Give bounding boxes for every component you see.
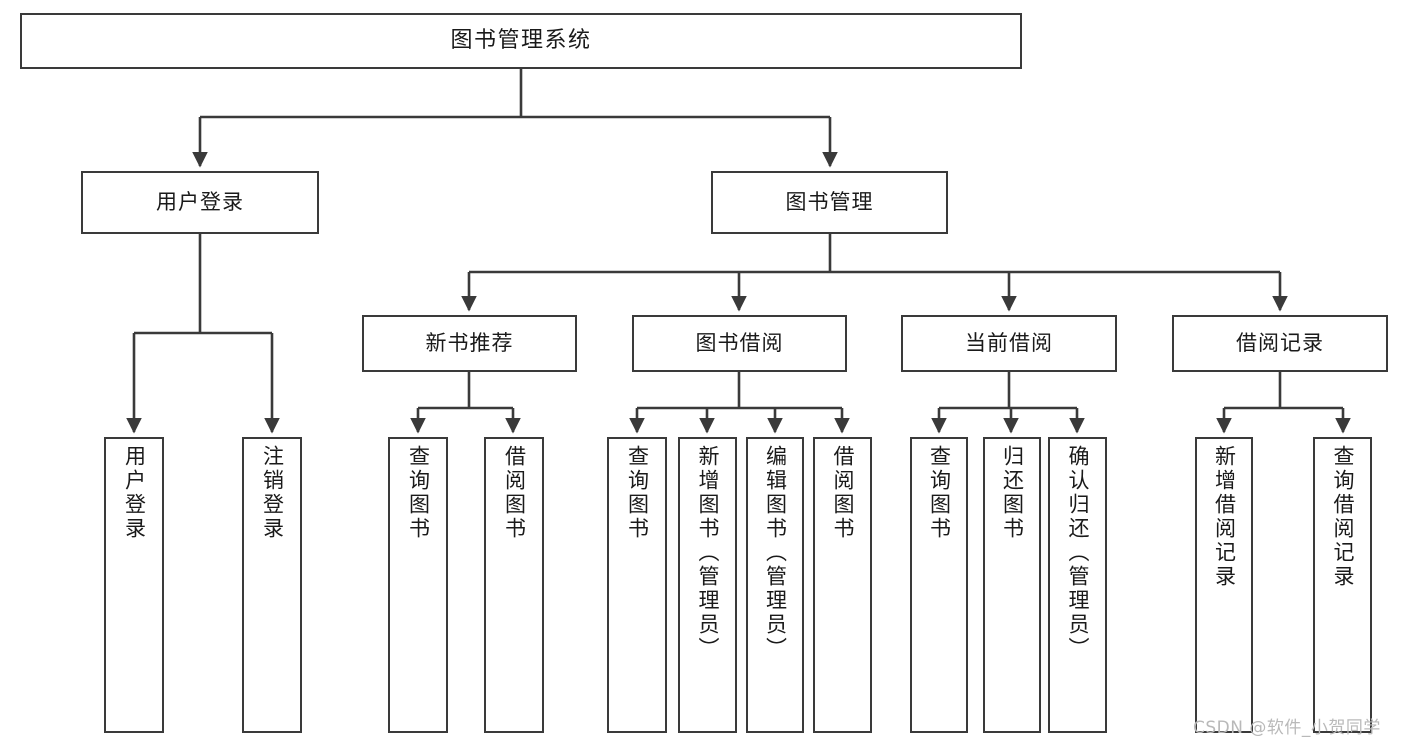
node-current-borrow-label: 当前借阅: [965, 331, 1053, 356]
node-book-borrow[interactable]: 图书借阅: [632, 315, 847, 372]
node-leaf-query-book-3[interactable]: 查询图书: [910, 437, 968, 733]
node-leaf-query-book-2[interactable]: 查询图书: [607, 437, 667, 733]
node-borrow-record[interactable]: 借阅记录: [1172, 315, 1388, 372]
node-leaf-borrow-book-2[interactable]: 借阅图书: [813, 437, 872, 733]
node-leaf-query-record-label: 查询借阅记录: [1331, 445, 1355, 589]
node-leaf-confirm-return[interactable]: 确认归还（管理员）: [1048, 437, 1107, 733]
node-leaf-add-record[interactable]: 新增借阅记录: [1195, 437, 1253, 733]
node-new-book-rec[interactable]: 新书推荐: [362, 315, 577, 372]
node-borrow-record-label: 借阅记录: [1236, 331, 1324, 356]
node-leaf-add-book[interactable]: 新增图书（管理员）: [678, 437, 737, 733]
node-user-login[interactable]: 用户登录: [81, 171, 319, 234]
node-leaf-confirm-return-label: 确认归还（管理员）: [1066, 445, 1090, 661]
node-root-label: 图书管理系统: [450, 28, 592, 54]
node-leaf-user-login[interactable]: 用户登录: [104, 437, 164, 733]
node-new-book-rec-label: 新书推荐: [425, 331, 514, 356]
node-leaf-return-book-label: 归还图书: [1000, 445, 1025, 541]
node-book-manage-label: 图书管理: [785, 190, 874, 215]
node-leaf-logout[interactable]: 注销登录: [242, 437, 302, 733]
node-leaf-edit-book[interactable]: 编辑图书（管理员）: [746, 437, 804, 733]
node-current-borrow[interactable]: 当前借阅: [901, 315, 1117, 372]
node-leaf-borrow-book-1[interactable]: 借阅图书: [484, 437, 544, 733]
node-leaf-borrow-book-2-label: 借阅图书: [831, 445, 855, 541]
node-leaf-add-book-label: 新增图书（管理员）: [696, 445, 720, 661]
node-leaf-query-book-3-label: 查询图书: [927, 445, 952, 541]
node-leaf-return-book[interactable]: 归还图书: [983, 437, 1041, 733]
node-leaf-query-book-1-label: 查询图书: [406, 445, 431, 541]
node-leaf-borrow-book-1-label: 借阅图书: [502, 445, 527, 541]
node-leaf-logout-label: 注销登录: [260, 445, 285, 541]
node-leaf-query-book-1[interactable]: 查询图书: [388, 437, 448, 733]
node-leaf-query-record[interactable]: 查询借阅记录: [1313, 437, 1372, 733]
node-book-manage[interactable]: 图书管理: [711, 171, 948, 234]
node-root[interactable]: 图书管理系统: [20, 13, 1022, 69]
node-leaf-add-record-label: 新增借阅记录: [1212, 445, 1237, 589]
node-user-login-label: 用户登录: [156, 190, 244, 215]
csdn-watermark: CSDN @软件_小贺同学: [1193, 718, 1381, 738]
node-leaf-query-book-2-label: 查询图书: [625, 445, 650, 541]
node-leaf-edit-book-label: 编辑图书（管理员）: [763, 445, 788, 661]
node-book-borrow-label: 图书借阅: [695, 331, 784, 356]
node-leaf-user-login-label: 用户登录: [122, 445, 147, 541]
